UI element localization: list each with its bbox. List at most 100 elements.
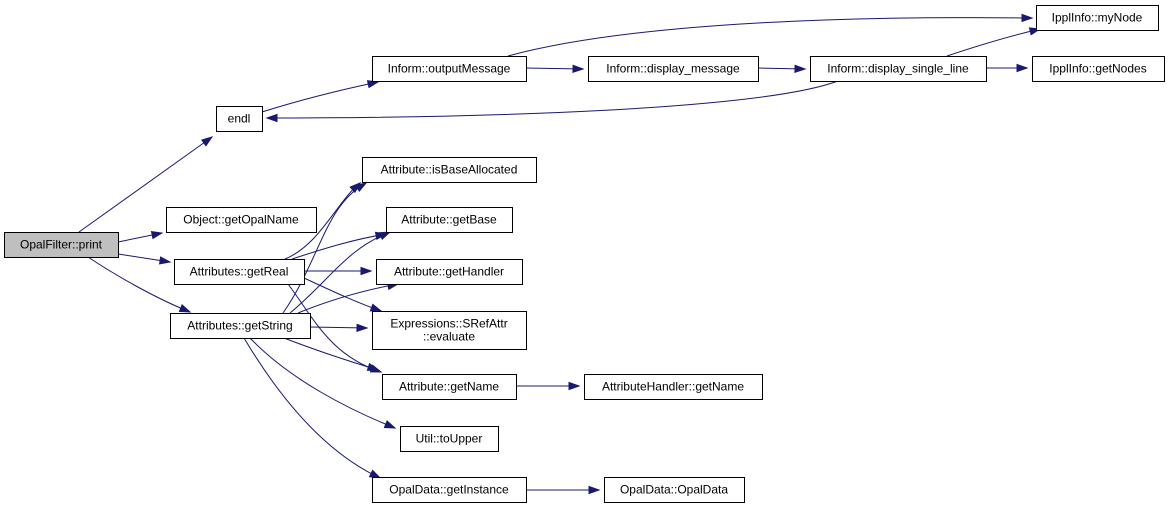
node-attributes-getreal[interactable]: Attributes::getReal	[174, 259, 305, 285]
edge-attributes-getreal-to-expressions-srefattr-evaluate	[303, 277, 383, 312]
node-opalfilter-print[interactable]: OpalFilter::print	[4, 232, 119, 258]
node-attribute-gethandler[interactable]: Attribute::getHandler	[376, 259, 523, 285]
arrowhead-icon	[178, 304, 192, 313]
nodes-layer: OpalFilter::print endlObject::getOpalName…	[4, 5, 1165, 503]
node-label: IpplInfo::getNodes	[1049, 62, 1146, 76]
node-label: OpalFilter::print	[20, 238, 103, 252]
edge-attributes-getreal-to-attribute-gethandler	[304, 266, 373, 276]
edge-inform-outputmessage-to-inform-display-message	[525, 64, 585, 73]
node-box	[372, 477, 527, 503]
edge-line	[291, 233, 387, 260]
node-expressions-srefattr-evaluate[interactable]: Expressions::SRefAttr::evaluate	[372, 311, 527, 350]
edge-attributes-getstring-to-attribute-getname	[283, 337, 380, 371]
arrowhead-icon	[354, 182, 368, 193]
edge-line	[507, 17, 1033, 57]
node-object-getopalname[interactable]: Object::getOpalName	[166, 207, 317, 233]
edge-line	[261, 81, 379, 113]
arrowhead-icon	[150, 231, 164, 240]
arrowhead-icon	[378, 231, 392, 241]
node-box	[170, 313, 311, 339]
arrowhead-icon	[159, 256, 172, 265]
node-label: Object::getOpalName	[183, 213, 299, 227]
edge-attributes-getstring-to-attribute-isbaseallocated	[282, 182, 368, 314]
edge-inform-display-single-line-to-ipplinfo-mynode	[946, 27, 1042, 57]
arrowhead-icon	[265, 113, 278, 123]
edge-opaldata-getinstance-to-opaldata-opaldata	[526, 485, 601, 495]
edge-inform-display-single-line-to-ipplinfo-getnodes	[986, 63, 1029, 73]
edge-line	[297, 283, 399, 314]
node-label: Expressions::SRefAttr	[390, 317, 507, 331]
node-opaldata-opaldata[interactable]: OpalData::OpalData	[604, 477, 745, 503]
arrowhead-icon	[369, 303, 383, 312]
node-ipplinfo-mynode[interactable]: IpplInfo::myNode	[1036, 5, 1159, 31]
node-label: Inform::display_single_line	[827, 62, 969, 76]
arrowhead-icon	[360, 266, 373, 276]
node-box	[362, 157, 537, 183]
node-label: endl	[228, 112, 251, 126]
node-box	[372, 311, 527, 350]
node-label: Attribute::getHandler	[394, 265, 504, 279]
edge-attributes-getstring-to-attribute-getbase	[289, 231, 392, 314]
node-label: Attributes::getString	[187, 319, 292, 333]
arrowhead-icon	[1016, 63, 1029, 73]
node-util-toupper[interactable]: Util::toUpper	[400, 426, 499, 452]
node-label: ::evaluate	[423, 330, 475, 344]
node-box	[1036, 5, 1159, 31]
edge-attributes-getstring-to-opaldata-getinstance	[243, 337, 382, 479]
node-label: Inform::outputMessage	[388, 62, 511, 76]
edge-inform-display-message-to-inform-display-single-line	[757, 64, 807, 73]
edge-line	[87, 256, 191, 313]
node-label: IpplInfo::myNode	[1052, 11, 1143, 25]
edge-attributes-getstring-to-util-toupper	[249, 337, 397, 429]
arrowhead-icon	[568, 381, 581, 391]
edge-endl-to-inform-outputmessage	[261, 80, 380, 113]
arrowhead-icon	[356, 323, 369, 332]
node-inform-display-single-line[interactable]: Inform::display_single_line	[810, 56, 987, 82]
arrowhead-icon	[794, 64, 807, 73]
edge-line	[249, 337, 396, 429]
node-inform-display-message[interactable]: Inform::display_message	[588, 56, 759, 82]
edge-line	[282, 182, 367, 314]
node-label: OpalData::getInstance	[389, 483, 509, 497]
edge-attributes-getstring-to-expressions-srefattr-evaluate	[309, 323, 369, 332]
node-box	[4, 232, 119, 258]
arrowhead-icon	[588, 485, 601, 495]
node-endl[interactable]: endl	[216, 106, 263, 132]
arrowhead-icon	[200, 136, 214, 147]
node-label: Attribute::isBaseAllocated	[381, 163, 518, 177]
node-attribute-isbaseallocated[interactable]: Attribute::isBaseAllocated	[362, 157, 537, 183]
edge-inform-display-single-line-to-endl	[265, 80, 839, 123]
node-attributehandler-getname[interactable]: AttributeHandler::getName	[584, 374, 763, 400]
arrowhead-icon	[368, 469, 382, 479]
node-box	[604, 477, 745, 503]
edge-opalfilter-print-to-attributes-getstring	[87, 256, 192, 313]
node-inform-outputmessage[interactable]: Inform::outputMessage	[372, 56, 527, 82]
arrowhead-icon	[1021, 13, 1034, 23]
node-box	[400, 426, 499, 452]
edge-opalfilter-print-to-attributes-getreal	[117, 253, 172, 265]
node-attributes-getstring[interactable]: Attributes::getString	[170, 313, 311, 339]
node-label: Attribute::getBase	[401, 213, 497, 227]
edge-opalfilter-print-to-object-getopalname	[117, 231, 164, 243]
node-label: OpalData::OpalData	[620, 483, 728, 497]
node-box	[584, 374, 763, 400]
node-opaldata-getinstance[interactable]: OpalData::getInstance	[372, 477, 527, 503]
edge-line	[243, 337, 381, 479]
edge-inform-outputmessage-to-ipplinfo-mynode	[507, 13, 1034, 57]
node-label: Attribute::getName	[399, 380, 499, 394]
node-box	[588, 56, 759, 82]
node-label: AttributeHandler::getName	[602, 380, 744, 394]
arrowhead-icon	[383, 420, 397, 429]
arrowhead-icon	[572, 64, 585, 73]
edge-line	[78, 136, 213, 233]
node-attribute-getbase[interactable]: Attribute::getBase	[386, 207, 513, 233]
node-box	[1032, 56, 1165, 82]
arrowhead-icon	[366, 362, 380, 371]
node-box	[166, 207, 317, 233]
node-ipplinfo-getnodes[interactable]: IpplInfo::getNodes	[1032, 56, 1165, 82]
node-box	[174, 259, 305, 285]
edge-opalfilter-print-to-endl	[78, 136, 214, 233]
edge-line	[266, 80, 839, 119]
node-attribute-getname[interactable]: Attribute::getName	[382, 374, 517, 400]
